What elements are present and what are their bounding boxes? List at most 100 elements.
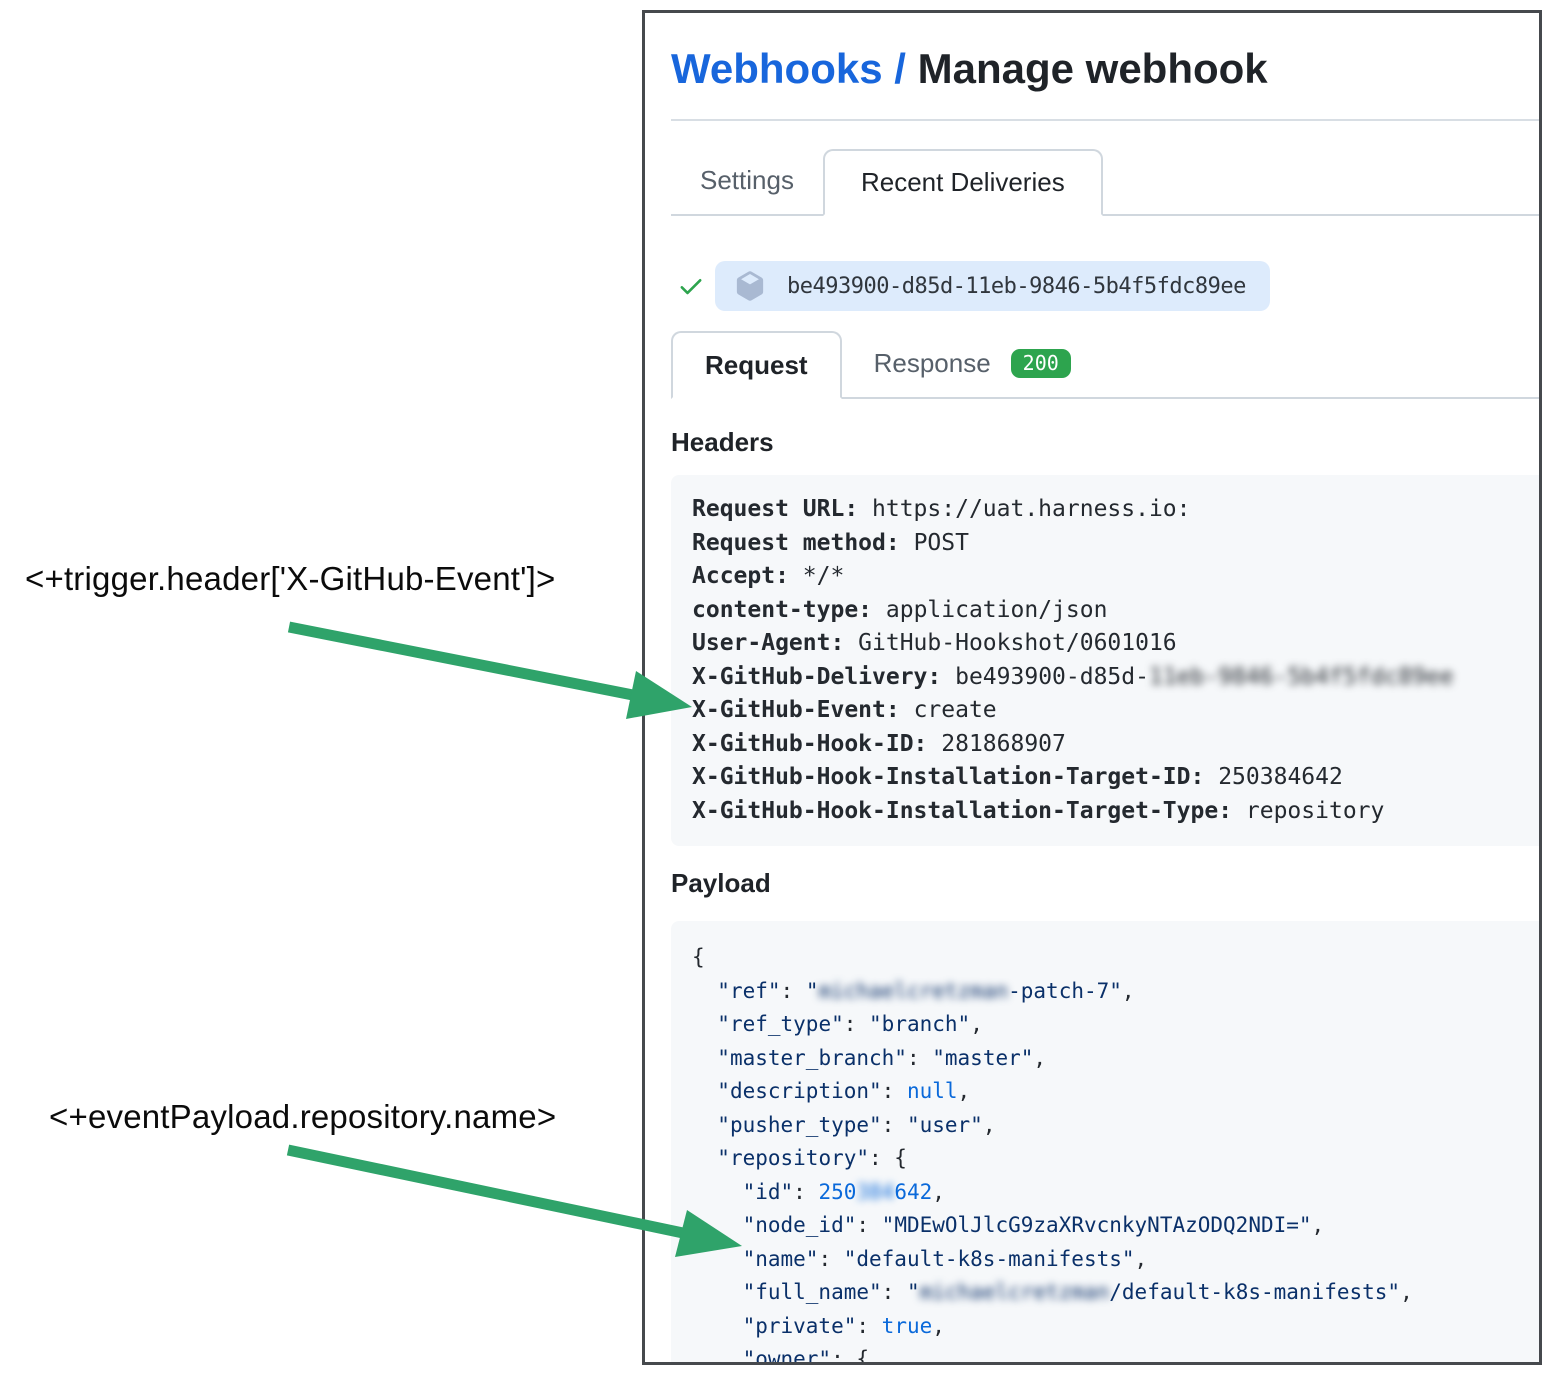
headers-code-block: Request URL: https://uat.harness.io: Requ… xyxy=(671,475,1539,846)
code-token: { xyxy=(692,945,705,969)
headers-section-title: Headers xyxy=(671,427,774,457)
code-token: , xyxy=(957,1079,971,1103)
webhook-panel: Webhooks / Manage webhook Settings Recen… xyxy=(642,10,1542,1365)
payload-line: "ref_type": "branch", xyxy=(692,1008,1539,1042)
code-token xyxy=(692,1079,717,1103)
code-token: "master" xyxy=(932,1045,1034,1070)
code-token: https://uat.harness.io: xyxy=(872,496,1191,522)
code-token: 384 xyxy=(856,1179,895,1204)
header-key: content-type: xyxy=(692,596,886,623)
code-token xyxy=(692,979,717,1003)
code-token xyxy=(692,1146,717,1170)
header-row: X-GitHub-Hook-Installation-Target-ID: 25… xyxy=(692,761,1539,795)
payload-section-title: Payload xyxy=(671,868,771,898)
tab-request[interactable]: Request xyxy=(671,331,842,399)
code-token: , xyxy=(932,1313,945,1338)
check-icon xyxy=(680,279,702,295)
header-row: X-GitHub-Event: create xyxy=(692,694,1539,728)
header-row: content-type: application/json xyxy=(692,594,1539,628)
header-row: X-GitHub-Hook-ID: 281868907 xyxy=(692,728,1539,762)
code-token xyxy=(692,1280,743,1304)
status-badge: 200 xyxy=(1010,348,1071,378)
code-token: 250384642 xyxy=(1218,764,1343,790)
code-token: : { xyxy=(831,1347,870,1365)
delivery-guid: be493900-d85d-11eb-9846-5b4f5fdc89ee xyxy=(787,273,1246,299)
delivery-detail-tabs: Request Response 200 xyxy=(671,329,1539,399)
code-token: "description" xyxy=(717,1079,882,1103)
code-token xyxy=(692,1247,743,1271)
code-token: null xyxy=(906,1079,958,1103)
delivery-row: be493900-d85d-11eb-9846-5b4f5fdc89ee xyxy=(671,261,1539,311)
code-token: : { xyxy=(869,1146,907,1170)
code-token xyxy=(692,1314,743,1338)
code-token: "branch" xyxy=(869,1012,971,1036)
code-token: 250 xyxy=(818,1179,857,1204)
code-token: : xyxy=(780,978,806,1003)
payload-code-block: { "ref": "michaelcretzman-patch-7", "ref… xyxy=(671,921,1539,1365)
code-token: , xyxy=(932,1179,945,1204)
code-token: : xyxy=(906,1045,933,1070)
trigger-expression-label: <+trigger.header['X-GitHub-Event']> xyxy=(25,560,556,597)
page-title: Webhooks / Manage webhook xyxy=(671,43,1539,95)
code-token: michaelcretzman xyxy=(919,1280,1110,1304)
header-key: Request URL: xyxy=(692,496,873,522)
code-token: "full_name" xyxy=(742,1280,882,1304)
code-token: : xyxy=(881,1112,907,1137)
code-token: : xyxy=(843,1012,870,1036)
header-key: X-GitHub-Hook-Installation-Target-Type: xyxy=(692,797,1246,824)
header-row: Accept: */* xyxy=(692,560,1539,594)
payload-line: "pusher_type": "user", xyxy=(692,1109,1539,1143)
code-token: , xyxy=(1400,1280,1413,1304)
tab-settings[interactable]: Settings xyxy=(700,165,794,195)
code-token: "owner" xyxy=(742,1347,832,1365)
header-row: User-Agent: GitHub-Hookshot/0601016 xyxy=(692,627,1539,661)
webhook-tabs: Settings Recent Deliveries xyxy=(671,147,1539,216)
code-token: "private" xyxy=(742,1313,857,1338)
code-token: : xyxy=(856,1213,882,1237)
code-token: 642 xyxy=(894,1179,933,1204)
code-token: , xyxy=(970,1012,983,1036)
delivery-item[interactable]: be493900-d85d-11eb-9846-5b4f5fdc89ee xyxy=(715,261,1270,311)
code-token: application/json xyxy=(885,596,1108,623)
tab-response[interactable]: Response 200 xyxy=(842,329,1081,397)
code-token: , xyxy=(1121,978,1135,1003)
header-key: X-GitHub-Delivery: xyxy=(692,663,956,690)
header-row: X-GitHub-Hook-Installation-Target-Type: … xyxy=(692,795,1539,829)
code-token: , xyxy=(1033,1045,1047,1070)
code-token: : xyxy=(793,1179,819,1204)
code-token: , xyxy=(1311,1213,1325,1237)
header-key: X-GitHub-Hook-ID: xyxy=(692,730,942,757)
code-token xyxy=(692,1046,717,1070)
code-token xyxy=(692,1180,743,1204)
code-token: "ref_type" xyxy=(717,1012,844,1036)
code-token: " xyxy=(906,1280,920,1304)
code-token: be493900-d85d- xyxy=(955,663,1149,690)
payload-line: "full_name": "michaelcretzman/default-k8… xyxy=(692,1276,1539,1310)
code-token xyxy=(692,1347,743,1362)
header-row: Request method: POST xyxy=(692,527,1539,561)
package-icon xyxy=(736,271,764,301)
payload-line: { xyxy=(692,941,1539,975)
code-token: "MDEwOlJlcG9zaXRvcnkyNTAzODQ2NDI=" xyxy=(881,1213,1312,1237)
code-token: : xyxy=(856,1313,882,1338)
header-key: Request method: xyxy=(692,529,914,556)
code-token: 11eb-9846-5b4f5fdc89ee xyxy=(1148,663,1454,690)
header-key: Accept: xyxy=(692,563,803,589)
payload-line: "private": true, xyxy=(692,1310,1539,1344)
payload-line: "id": 250384642, xyxy=(692,1176,1539,1210)
code-token: "node_id" xyxy=(742,1213,857,1237)
header-row: X-GitHub-Delivery: be493900-d85d-11eb-98… xyxy=(692,661,1539,695)
payload-line: "ref": "michaelcretzman-patch-7", xyxy=(692,975,1539,1009)
breadcrumb-webhooks-link[interactable]: Webhooks xyxy=(671,45,883,92)
code-token xyxy=(692,1113,717,1137)
header-key: User-Agent: xyxy=(692,630,859,656)
breadcrumb-divider-slash: / xyxy=(894,45,906,92)
code-token: "id" xyxy=(742,1179,794,1204)
title-divider xyxy=(671,119,1539,121)
payload-expression-label: <+eventPayload.repository.name> xyxy=(49,1098,557,1135)
code-token: , xyxy=(982,1112,996,1137)
payload-line: "master_branch": "master", xyxy=(692,1042,1539,1076)
tab-recent-deliveries[interactable]: Recent Deliveries xyxy=(822,149,1103,216)
code-token: create xyxy=(913,697,997,723)
code-token: */* xyxy=(802,563,845,589)
